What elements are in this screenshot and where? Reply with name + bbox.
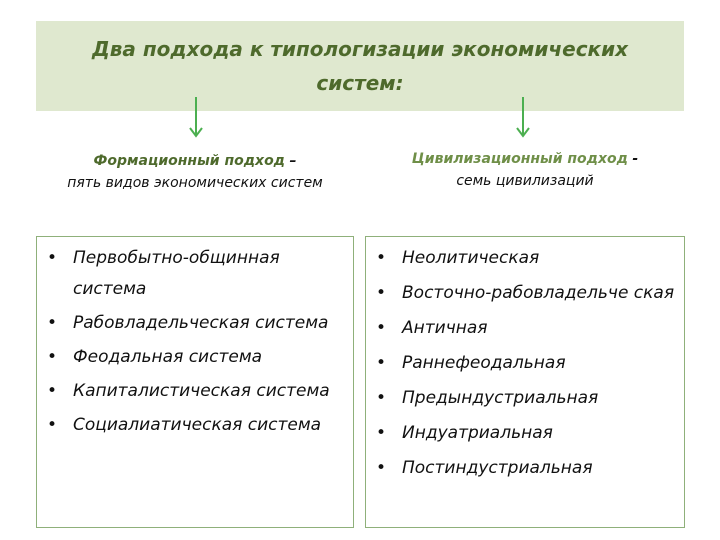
- civilization-list: • Неолитическая • Восточно-рабовладельче с…: [366, 237, 684, 484]
- title-banner: Два подхода к типологизации экономически…: [36, 21, 684, 111]
- list-item: • Раннефеодальная: [366, 348, 684, 379]
- bullet-icon: •: [376, 423, 387, 443]
- bullet-icon: •: [376, 458, 387, 478]
- list-item: • Неолитическая: [366, 243, 684, 274]
- list-item: • Рабовладельческая система: [37, 308, 353, 339]
- list-item: • Постиндустриальная: [366, 453, 684, 484]
- bullet-icon: •: [47, 381, 58, 401]
- list-item: • Феодальная система: [37, 342, 353, 373]
- list-item: • Восточно-рабовладельче ская: [366, 278, 684, 309]
- approach-dash: -: [632, 151, 639, 167]
- list-item: • Античная: [366, 313, 684, 344]
- bullet-icon: •: [47, 248, 58, 268]
- list-item: • Индуатриальная: [366, 418, 684, 449]
- list-item-text: Восточно-рабовладельче ская: [402, 283, 675, 303]
- approach-term: Формационный подход: [93, 153, 285, 169]
- civilization-list-box: • Неолитическая • Восточно-рабовладельче с…: [365, 236, 685, 528]
- approach-term: Цивилизационный подход: [411, 151, 628, 167]
- bullet-icon: •: [376, 353, 387, 373]
- approach-description: семь цивилизаций: [456, 173, 594, 189]
- formation-approach-heading: Формационный подход – пять видов экономи…: [40, 150, 350, 194]
- list-item-text: Социалиатическая система: [73, 415, 322, 435]
- list-item-text: Предындустриальная: [402, 388, 599, 408]
- approach-description: пять видов экономических систем: [67, 175, 323, 191]
- list-item: • Предындустриальная: [366, 383, 684, 414]
- list-item: • Капиталистическая система: [37, 376, 353, 407]
- bullet-icon: •: [376, 283, 387, 303]
- bullet-icon: •: [376, 248, 387, 268]
- formation-list-box: • Первобытно-общинная система • Рабовладел…: [36, 236, 354, 528]
- bullet-icon: •: [47, 313, 58, 333]
- civilization-approach-heading: Цивилизационный подход - семь цивилизаци…: [370, 148, 680, 192]
- list-item-text: Рабовладельческая система: [73, 313, 329, 333]
- list-item-text: Индуатриальная: [402, 423, 553, 443]
- approach-dash: –: [289, 153, 297, 169]
- list-item-text: Первобытно-общинная система: [73, 248, 280, 299]
- list-item: • Социалиатическая система: [37, 410, 353, 441]
- list-item-text: Неолитическая: [402, 248, 540, 268]
- diagram-title: Два подхода к типологизации экономически…: [91, 37, 629, 95]
- list-item-text: Постиндустриальная: [402, 458, 593, 478]
- list-item-text: Античная: [402, 318, 488, 338]
- list-item: • Первобытно-общинная система: [37, 243, 353, 305]
- bullet-icon: •: [376, 318, 387, 338]
- list-item-text: Капиталистическая система: [73, 381, 330, 401]
- down-arrow-icon: [516, 97, 530, 138]
- bullet-icon: •: [47, 347, 58, 367]
- list-item-text: Раннефеодальная: [402, 353, 566, 373]
- bullet-icon: •: [47, 415, 58, 435]
- down-arrow-icon: [189, 97, 203, 138]
- bullet-icon: •: [376, 388, 387, 408]
- formation-list: • Первобытно-общинная система • Рабовладел…: [37, 237, 353, 441]
- list-item-text: Феодальная система: [73, 347, 263, 367]
